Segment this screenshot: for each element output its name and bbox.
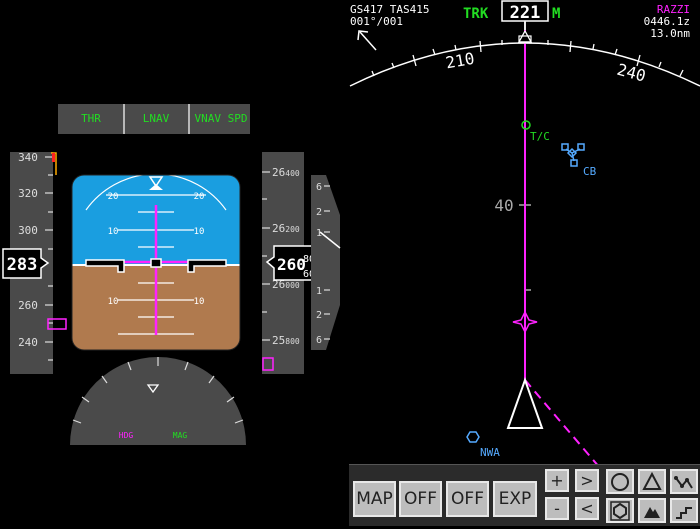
compass-label: 240 bbox=[615, 60, 648, 86]
track-readout: 221 bbox=[510, 3, 541, 23]
vor-filter-button[interactable] bbox=[606, 498, 634, 523]
route-filter-button[interactable] bbox=[670, 469, 698, 494]
terrain-filter-button[interactable] bbox=[638, 498, 666, 523]
expand-button[interactable]: EXP bbox=[493, 481, 537, 517]
vsi-background bbox=[311, 175, 340, 350]
pitch-label: 10 bbox=[108, 297, 119, 307]
vsi-tick-label: 6 bbox=[316, 182, 322, 193]
speed-bug bbox=[47, 318, 67, 330]
current-speed: 283 bbox=[7, 255, 38, 275]
vsi-tick-label: 6 bbox=[316, 335, 322, 346]
fma-thrust: THR bbox=[81, 112, 101, 125]
aircraft-symbol-right bbox=[187, 259, 227, 273]
speed-readout-box bbox=[2, 248, 50, 279]
terrain-icon bbox=[644, 506, 660, 518]
cb-label: CB bbox=[583, 165, 597, 178]
speed-tape: 340 320 300 260 240 283 bbox=[2, 151, 67, 374]
speed-tick-label: 320 bbox=[18, 187, 38, 200]
nwa-hexagon-icon bbox=[466, 431, 480, 443]
top-of-climb-icon bbox=[521, 120, 531, 130]
overspeed-red-band bbox=[52, 153, 55, 162]
navigation-display: 210 240 40 T/C CB NWA GS417 TAS415 001°/… bbox=[349, 0, 700, 469]
bank-arc bbox=[85, 175, 227, 211]
heading-pointer bbox=[146, 384, 160, 394]
fma-background bbox=[58, 104, 250, 134]
altitude-readout-lo: 60 bbox=[303, 269, 315, 280]
fma-vertical: VNAV SPD bbox=[195, 112, 248, 125]
vsi-tick-label: 2 bbox=[316, 207, 322, 218]
aircraft-symbol-center bbox=[150, 258, 162, 268]
nwa-label: NWA bbox=[480, 446, 500, 459]
speed-tick-label: 300 bbox=[18, 224, 38, 237]
fma-bar: THR LNAV VNAV SPD bbox=[58, 104, 250, 134]
pitch-label: 10 bbox=[194, 227, 205, 237]
heading-indicator: HDG MAG bbox=[70, 357, 246, 445]
range-mark: 40 bbox=[494, 196, 513, 215]
speed-tick-label: 240 bbox=[18, 336, 38, 349]
ownship-triangle-icon bbox=[506, 377, 544, 429]
compass-label: 210 bbox=[444, 49, 476, 73]
route-dashed bbox=[524, 379, 601, 469]
pitch-label: 20 bbox=[108, 192, 119, 202]
altitude-tick-label: 26400 bbox=[272, 166, 300, 179]
circle-filter-button[interactable] bbox=[606, 469, 634, 494]
bank-pointer-top bbox=[148, 176, 164, 188]
altitude-tick-label: 26000 bbox=[272, 278, 300, 291]
circle-icon bbox=[611, 472, 629, 491]
pitch-label: 10 bbox=[194, 297, 205, 307]
fma-lateral: LNAV bbox=[143, 112, 170, 125]
waypoint-distance: 13.0nm bbox=[650, 27, 690, 40]
altitude-bug bbox=[262, 357, 274, 371]
vertical-profile-button[interactable] bbox=[670, 498, 698, 523]
waypoint-eta: 0446.1z bbox=[644, 15, 690, 28]
next-waypoint: RAZZI bbox=[657, 3, 690, 16]
altitude-tick-label: 25800 bbox=[272, 334, 300, 347]
range-decrease-button[interactable]: - bbox=[545, 497, 569, 520]
vsi-needle bbox=[319, 231, 341, 249]
vertical-speed-indicator: 6 2 1 1 2 6 bbox=[311, 175, 341, 350]
off-button-2[interactable]: OFF bbox=[446, 481, 489, 517]
map-mode-button[interactable]: MAP bbox=[353, 481, 396, 517]
altitude-readout-hi: 80 bbox=[303, 254, 315, 265]
triangle-icon bbox=[642, 471, 662, 490]
speed-tick-label: 340 bbox=[18, 151, 38, 164]
aircraft-symbol-left bbox=[85, 259, 125, 273]
attitude-indicator: 20 20 10 10 10 10 bbox=[71, 174, 241, 351]
heading-mode-left: HDG bbox=[119, 431, 134, 440]
vsi-tick-label: 1 bbox=[316, 286, 322, 297]
mag-indicator: M bbox=[552, 6, 560, 22]
altitude-readout-big: 260 bbox=[277, 255, 306, 274]
cb-weather-icon bbox=[561, 143, 585, 167]
vsi-tick-label: 1 bbox=[316, 228, 322, 239]
vsi-tick-label: 2 bbox=[316, 310, 322, 321]
top-of-climb-label: T/C bbox=[530, 130, 550, 143]
wind-arrow-icon bbox=[357, 30, 377, 51]
off-button-1[interactable]: OFF bbox=[399, 481, 442, 517]
altitude-tick-label: 26200 bbox=[272, 222, 300, 235]
heading-mode: MAG bbox=[173, 431, 188, 440]
speed-tick-label: 260 bbox=[18, 299, 38, 312]
roll-pointer bbox=[149, 184, 163, 190]
waypoint-star-icon bbox=[512, 310, 538, 334]
stairs-icon bbox=[676, 506, 692, 519]
next-button[interactable]: > bbox=[575, 469, 599, 492]
range-increase-button[interactable]: + bbox=[545, 469, 569, 492]
triangle-filter-button[interactable] bbox=[638, 469, 666, 494]
pitch-label: 20 bbox=[194, 192, 205, 202]
heading-arc-background bbox=[70, 357, 246, 445]
altitude-tape: 26400 26200 26000 25800 260 80 60 bbox=[262, 152, 320, 374]
route-icon bbox=[674, 475, 693, 489]
groundspeed-tas: GS417 TAS415 bbox=[350, 3, 429, 16]
previous-button[interactable]: < bbox=[575, 497, 599, 520]
vor-icon bbox=[610, 500, 630, 521]
pitch-label: 10 bbox=[108, 227, 119, 237]
wind-readout: 001°/001 bbox=[350, 15, 403, 28]
trk-label: TRK bbox=[463, 6, 489, 22]
